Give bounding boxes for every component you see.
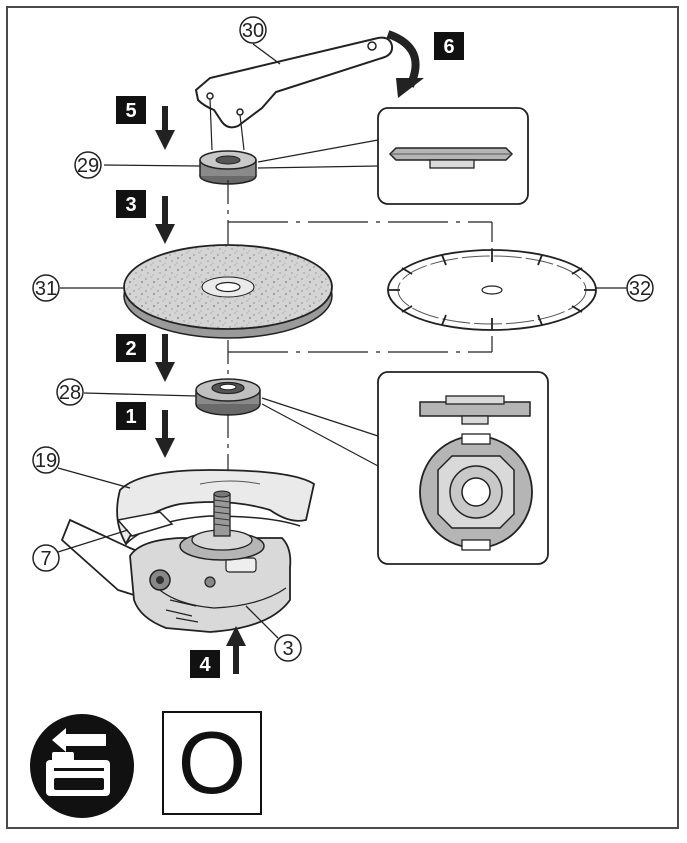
flange-face-detail — [419, 433, 533, 551]
label-diamond-blade: 32 — [629, 278, 651, 300]
arrow-up-4 — [226, 626, 246, 674]
mode-indicator-symbol: O — [177, 713, 247, 812]
step-1: 1 — [125, 406, 136, 428]
arrow-down-1 — [155, 410, 175, 458]
label-guard: 19 — [35, 450, 57, 472]
remove-battery-icon — [30, 714, 134, 818]
callout-19 — [32, 446, 60, 474]
step-6: 6 — [443, 36, 454, 58]
label-flange: 28 — [59, 382, 81, 404]
nut-profile-detail — [388, 147, 514, 169]
angle-grinder — [60, 469, 316, 633]
callout-3 — [274, 634, 302, 662]
arrow-down-5 — [155, 106, 175, 150]
callout-32 — [626, 274, 654, 302]
diamond-blade — [387, 249, 597, 331]
arrow-down-3 — [155, 196, 175, 244]
label-lever: 7 — [40, 548, 51, 570]
step-box-4 — [190, 650, 220, 678]
step-box-1 — [116, 402, 146, 430]
grinding-disc — [123, 244, 333, 339]
callout-30 — [239, 16, 267, 44]
step-box-5 — [116, 96, 146, 124]
callout-31 — [32, 274, 60, 302]
label-clamp-nut: 29 — [77, 155, 99, 177]
step-4: 4 — [199, 654, 211, 676]
label-spanner: 30 — [242, 20, 264, 42]
step-box-3 — [116, 190, 146, 218]
arrow-down-2 — [155, 334, 175, 382]
callout-28 — [56, 378, 84, 406]
callout-29 — [74, 151, 102, 179]
label-lock-button: 3 — [282, 638, 293, 660]
callout-7 — [32, 544, 60, 572]
spanner-wrench — [194, 36, 394, 151]
step-5: 5 — [125, 100, 136, 122]
step-2: 2 — [125, 338, 136, 360]
flange — [195, 378, 261, 416]
step-box-2 — [116, 334, 146, 362]
flange-profile-detail — [419, 395, 531, 425]
step-box-6 — [434, 32, 464, 60]
step-3: 3 — [125, 194, 136, 216]
mode-indicator-box: O — [162, 711, 262, 815]
label-grinding-disc: 31 — [35, 278, 57, 300]
clamp-nut — [199, 150, 257, 185]
